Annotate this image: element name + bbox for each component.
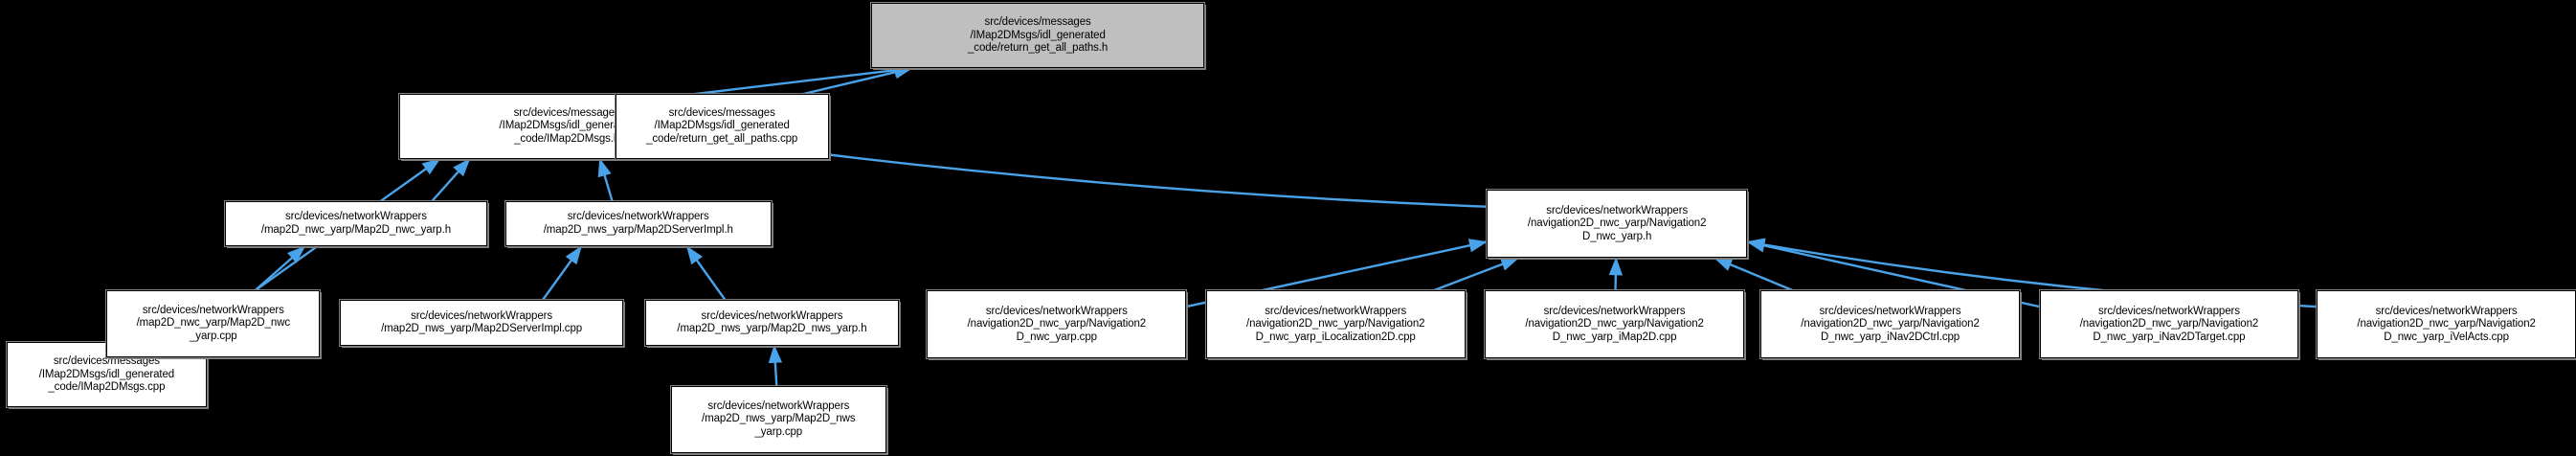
graph-edge [541,245,583,302]
graph-edge [685,245,727,302]
graph-node-label: src/devices/networkWrappers /map2D_nwc_y… [136,304,291,342]
graph-node[interactable]: src/devices/networkWrappers /map2D_nwc_y… [224,201,488,247]
graph-node-label: src/devices/networkWrappers /navigation2… [1245,305,1425,343]
graph-node[interactable]: src/devices/networkWrappers /navigation2… [2039,290,2299,359]
graph-node[interactable]: src/devices/networkWrappers /navigation2… [927,290,1187,359]
graph-node-label: src/devices/networkWrappers /map2D_nws_y… [543,211,733,236]
graph-node-label: src/devices/networkWrappers /map2D_nws_y… [702,399,856,438]
graph-node[interactable]: src/devices/networkWrappers /navigation2… [1205,290,1466,359]
graph-node[interactable]: src/devices/messages /IMap2DMsgs/idl_gen… [615,94,829,159]
graph-node[interactable]: src/devices/networkWrappers /map2D_nws_y… [644,300,900,346]
graph-edge [597,157,614,202]
graph-edge [1714,257,1794,292]
graph-node[interactable]: src/devices/networkWrappers /map2D_nws_y… [504,201,772,247]
graph-edge [733,138,1487,208]
graph-node-root[interactable]: src/devices/messages /IMap2DMsgs/idl_gen… [871,3,1205,69]
graph-node[interactable]: src/devices/networkWrappers /navigation2… [1760,290,2020,359]
graph-node[interactable]: src/devices/networkWrappers /navigation2… [1485,290,1744,359]
graph-edge [1608,257,1624,291]
graph-edge [1433,257,1520,292]
graph-node-label: src/devices/networkWrappers /navigation2… [2079,305,2259,343]
graph-node-label: src/devices/networkWrappers /navigation2… [1527,204,1707,242]
graph-node[interactable]: src/devices/networkWrappers /navigation2… [1486,190,1748,259]
graph-node-label: src/devices/networkWrappers /map2D_nws_y… [677,309,867,335]
graph-node-label: src/devices/networkWrappers /map2D_nwc_y… [260,211,451,236]
graph-edge [802,65,913,96]
graph-node[interactable]: src/devices/networkWrappers /map2D_nws_y… [671,386,886,453]
graph-node-label: src/devices/networkWrappers /map2D_nws_y… [381,309,583,335]
graph-node-label: src/devices/networkWrappers /navigation2… [1801,305,1980,343]
graph-node-label: src/devices/messages /IMap2DMsgs/idl_gen… [499,106,635,145]
graph-node-label: src/devices/networkWrappers /navigation2… [967,305,1147,343]
graph-edge [431,158,471,202]
graph-node-label: src/devices/messages /IMap2DMsgs/idl_gen… [968,16,1109,54]
graph-node[interactable]: src/devices/networkWrappers /map2D_nws_y… [339,300,624,346]
graph-node-label: src/devices/networkWrappers /navigation2… [1525,305,1704,343]
graph-node-label: src/devices/messages /IMap2DMsgs/idl_gen… [38,355,175,394]
graph-node-label: src/devices/networkWrappers /navigation2… [2357,305,2536,343]
graph-node-label: src/devices/messages /IMap2DMsgs/idl_gen… [646,106,798,145]
graph-node[interactable]: src/devices/networkWrappers /map2D_nwc_y… [106,290,321,357]
graph-node[interactable]: src/devices/networkWrappers /navigation2… [2317,290,2576,359]
graph-edge [254,245,306,292]
graph-edge [768,344,783,387]
graph-edge [693,63,913,96]
